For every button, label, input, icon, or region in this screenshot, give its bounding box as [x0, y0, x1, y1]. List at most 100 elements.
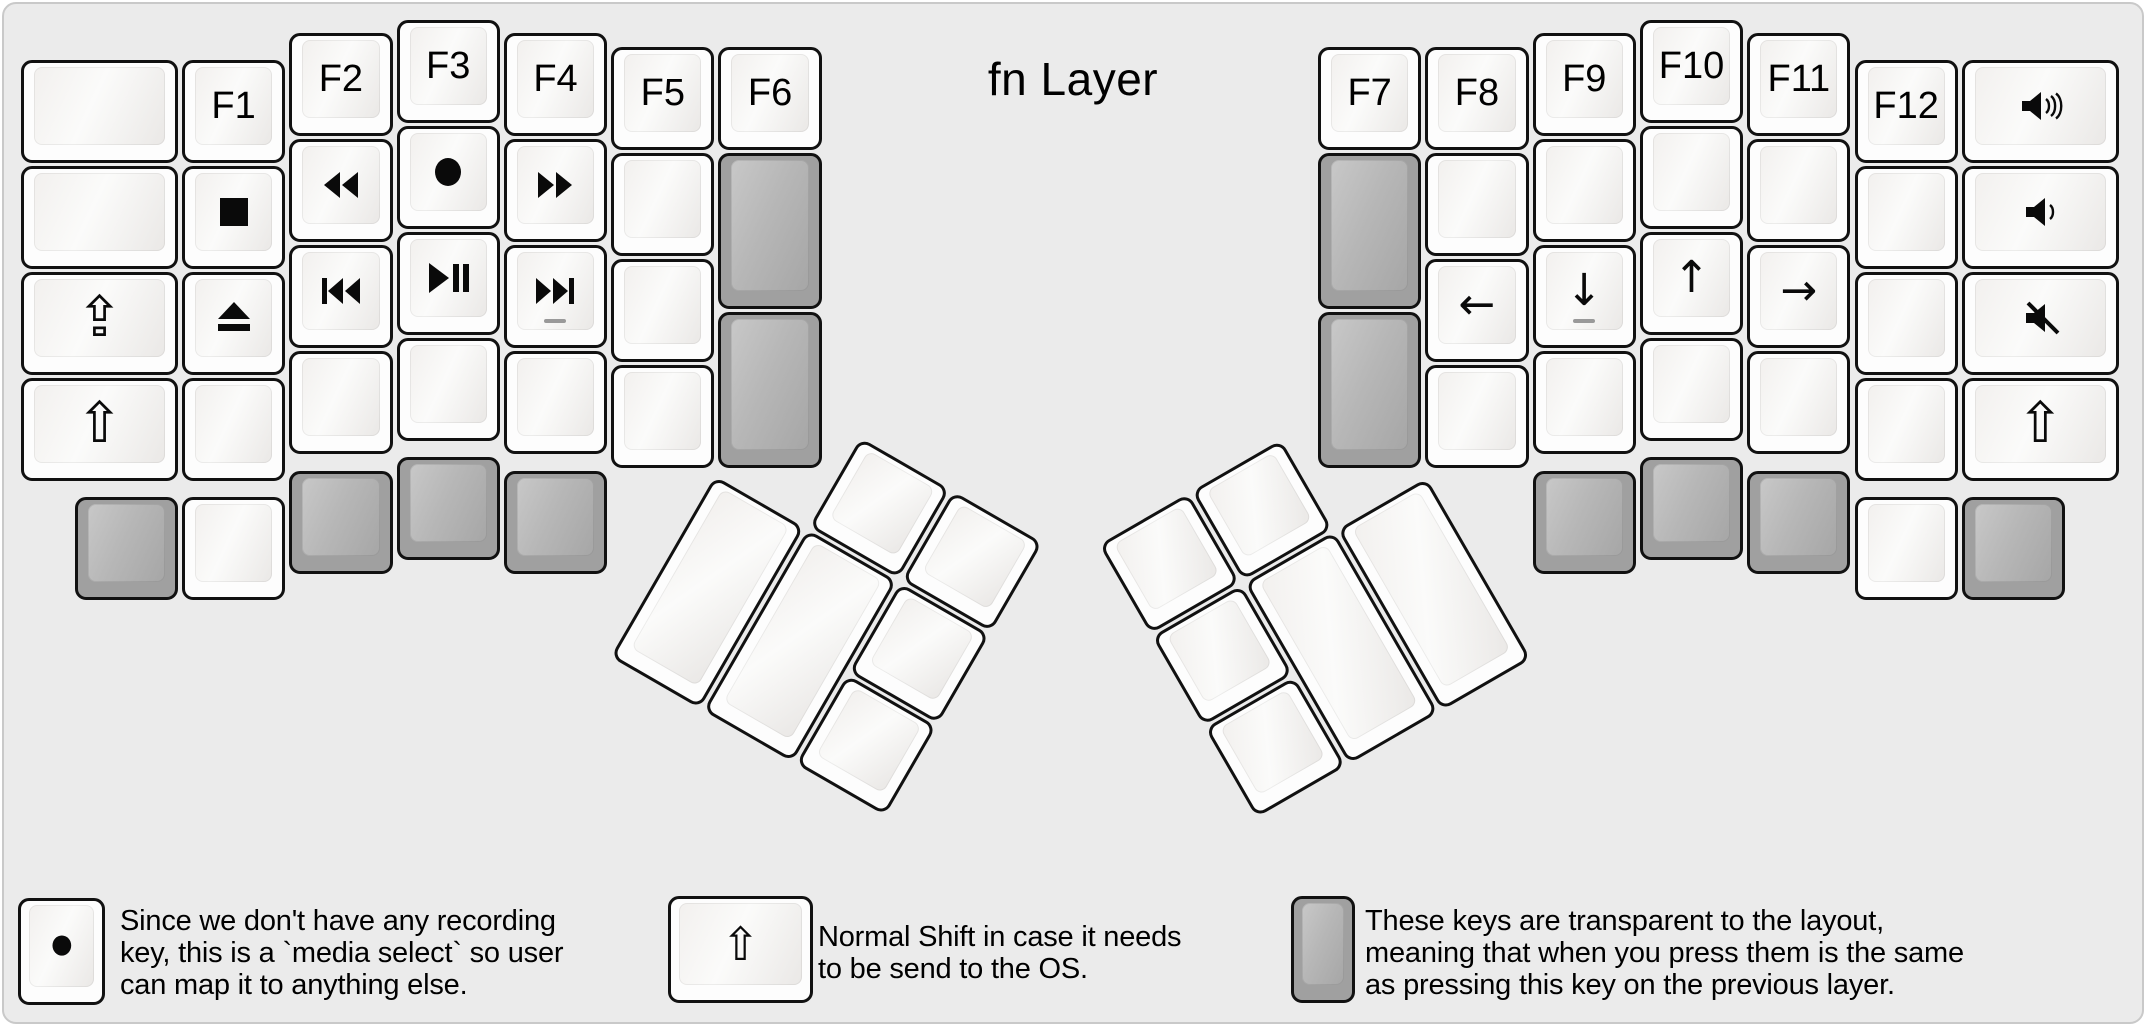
key-blank[interactable] [181, 377, 286, 481]
key-f7[interactable]: F7 [1318, 46, 1422, 150]
key-arrow-up[interactable]: ↑ [1639, 232, 1744, 335]
key-caps-lock[interactable]: ⇪ [21, 271, 178, 375]
key-label: F7 [1347, 71, 1392, 114]
key-f1[interactable]: F1 [181, 59, 286, 163]
key-blank[interactable] [1425, 152, 1529, 256]
caps-lock-icon: ⇪ [76, 284, 123, 350]
key-eject[interactable] [181, 271, 286, 375]
key-volume-up[interactable] [1961, 59, 2119, 163]
key-f5[interactable]: F5 [611, 46, 715, 150]
key-transparent[interactable] [1961, 497, 2066, 600]
keycap-top: F6 [731, 53, 809, 132]
volume-up-icon [2022, 91, 2063, 120]
key-blank[interactable] [396, 338, 500, 441]
key-arrow-down[interactable]: ↓ [1532, 245, 1636, 349]
key-prev-track[interactable] [289, 245, 393, 349]
keycap-top [1974, 278, 2106, 357]
volume-down-icon [2026, 197, 2055, 226]
key-blank[interactable] [1854, 377, 1958, 481]
keycap-top: ← [1438, 265, 1516, 344]
keycap-top: ↓ [1545, 252, 1623, 331]
key-f12[interactable]: F12 [1854, 59, 1958, 163]
key-blank[interactable] [503, 351, 608, 455]
keycap-top [1545, 477, 1623, 556]
key-transparent[interactable] [1639, 457, 1744, 561]
key-f2[interactable]: F2 [289, 33, 393, 137]
key-transparent[interactable] [503, 470, 608, 574]
key-record[interactable] [396, 126, 500, 229]
keycap-top [1438, 371, 1516, 450]
next-track-icon [536, 278, 575, 305]
key-arrow-right[interactable]: → [1747, 245, 1851, 349]
keycap-top [194, 504, 273, 582]
key-transparent[interactable] [718, 152, 822, 309]
volume-mute-icon [2026, 301, 2060, 335]
key-blank[interactable] [1747, 139, 1851, 243]
keycap-top [1760, 477, 1838, 556]
keycap-top [1867, 172, 1945, 251]
keycap-top [1652, 345, 1731, 423]
key-transparent[interactable] [1747, 470, 1851, 574]
keycap-top [624, 265, 702, 344]
key-blank[interactable] [1639, 338, 1744, 441]
legend-text-transparent: These keys are transparent to the layout… [1365, 905, 1964, 1001]
key-transparent[interactable] [1318, 152, 1422, 309]
key-volume-down[interactable] [1961, 165, 2119, 269]
rewind-icon [323, 172, 358, 199]
key-f11[interactable]: F11 [1747, 33, 1851, 137]
key-blank[interactable] [1532, 351, 1636, 455]
key-blank[interactable] [1639, 126, 1744, 229]
key-blank[interactable] [1854, 497, 1958, 600]
key-f10[interactable]: F10 [1639, 20, 1744, 123]
key-f8[interactable]: F8 [1425, 46, 1529, 150]
key-transparent[interactable] [1532, 470, 1636, 574]
key-next-track[interactable] [503, 245, 608, 349]
keycap-top [409, 345, 487, 423]
key-stop[interactable] [181, 165, 286, 269]
key-transparent[interactable] [1318, 311, 1422, 468]
prev-track-icon [321, 278, 360, 305]
key-transparent[interactable] [718, 311, 822, 468]
key-blank[interactable] [611, 258, 715, 362]
key-f9[interactable]: F9 [1532, 33, 1636, 137]
key-blank[interactable] [1747, 351, 1851, 455]
key-play-pause[interactable] [396, 232, 500, 335]
key-transparent[interactable] [289, 470, 393, 574]
key-blank[interactable] [21, 165, 178, 269]
keycap-top [1331, 159, 1409, 291]
keycap-top: → [1760, 252, 1838, 331]
keycap-top: F2 [302, 40, 380, 119]
key-label: F11 [1767, 58, 1831, 101]
key-transparent[interactable] [396, 457, 500, 561]
key-blank[interactable] [611, 152, 715, 256]
key-fast-forward[interactable] [503, 139, 608, 243]
key-label: F12 [1873, 84, 1939, 127]
key-f4[interactable]: F4 [503, 33, 608, 137]
key-label: F4 [533, 58, 578, 101]
keycap-top [409, 133, 487, 211]
legend-text-shift: Normal Shift in case it needs to be send… [818, 921, 1182, 985]
keycap-top [302, 358, 380, 437]
keycap-top [194, 384, 273, 463]
key-blank[interactable] [1425, 364, 1529, 468]
key-rewind[interactable] [289, 139, 393, 243]
keycap-top: F10 [1652, 27, 1731, 105]
keycap-top [302, 477, 380, 556]
key-transparent[interactable] [74, 497, 178, 600]
keycap-top: F5 [624, 53, 702, 132]
key-blank[interactable] [289, 351, 393, 455]
key-f3[interactable]: F3 [396, 20, 500, 123]
key-shift[interactable]: ⇧ [21, 377, 178, 481]
key-shift[interactable]: ⇧ [1961, 377, 2119, 481]
key-blank[interactable] [611, 364, 715, 468]
key-blank[interactable] [1854, 271, 1958, 375]
key-blank[interactable] [21, 59, 178, 163]
key-blank[interactable] [1854, 165, 1958, 269]
arrow-left-icon: ← [1458, 278, 1496, 330]
key-blank[interactable] [181, 497, 286, 600]
key-arrow-left[interactable]: ← [1425, 258, 1529, 362]
key-blank[interactable] [1532, 139, 1636, 243]
key-volume-mute[interactable] [1961, 271, 2119, 375]
key-f6[interactable]: F6 [718, 46, 822, 150]
